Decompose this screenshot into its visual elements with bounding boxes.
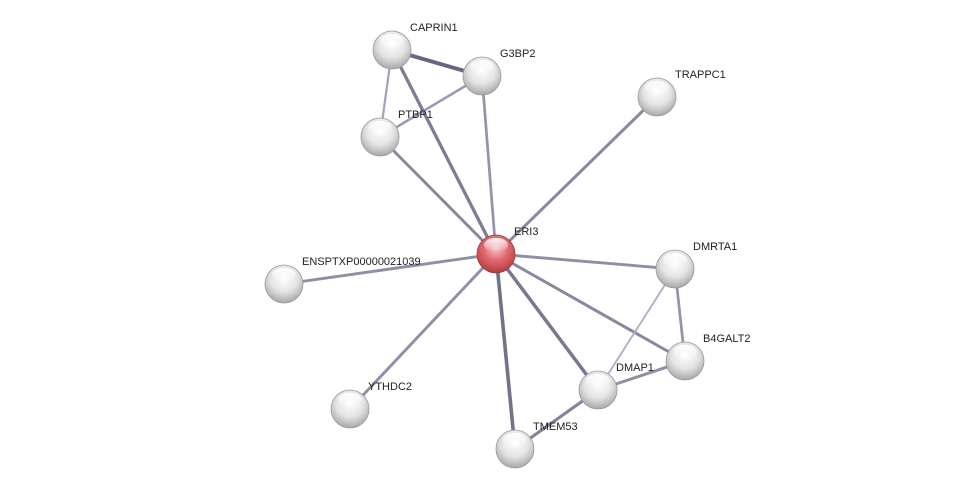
edge-eri3-b4galt2[interactable] <box>494 252 687 363</box>
edge-dmrta1-dmap1[interactable] <box>597 268 676 391</box>
node-label: B4GALT2 <box>703 333 751 345</box>
node-highlight <box>368 121 392 135</box>
node-label: TMEM53 <box>533 421 578 433</box>
node-b4galt2[interactable]: B4GALT2 <box>665 333 751 381</box>
node-label: YTHDC2 <box>368 381 412 393</box>
edge-ptbp1-g3bp2[interactable] <box>378 74 484 139</box>
edge-eri3-dmap1[interactable] <box>494 252 600 392</box>
node-trappc1[interactable]: TRAPPC1 <box>637 69 726 117</box>
edge-eri3-ptbp1[interactable] <box>378 135 498 256</box>
edge-eri3-tmem53[interactable] <box>494 252 517 451</box>
node-label: ERI3 <box>514 226 538 238</box>
node-highlight <box>380 34 404 48</box>
node-label: DMAP1 <box>616 362 654 374</box>
node-g3bp2[interactable]: G3BP2 <box>462 48 535 96</box>
node-ythdc2[interactable]: YTHDC2 <box>330 381 412 429</box>
node-label: PTBP1 <box>398 109 433 121</box>
node-eri3[interactable]: ERI3 <box>476 226 538 274</box>
node-dmap1[interactable]: DMAP1 <box>578 362 654 410</box>
node-tmem53[interactable]: TMEM53 <box>495 421 578 469</box>
edge-eri3-ensptxp00000021039[interactable] <box>282 252 498 286</box>
edge-eri3-trappc1[interactable] <box>494 95 659 256</box>
node-label: ENSPTXP00000021039 <box>302 256 421 268</box>
node-highlight <box>338 393 362 407</box>
node-label: TRAPPC1 <box>675 69 726 81</box>
node-ptbp1[interactable]: PTBP1 <box>360 109 433 157</box>
node-label: G3BP2 <box>500 48 535 60</box>
node-label: DMRTA1 <box>693 241 737 253</box>
node-label: CAPRIN1 <box>410 22 458 34</box>
edge-eri3-dmrta1[interactable] <box>494 252 677 271</box>
node-dmrta1[interactable]: DMRTA1 <box>655 241 737 289</box>
node-highlight <box>272 268 296 282</box>
node-highlight <box>586 374 610 388</box>
edge-eri3-g3bp2[interactable] <box>480 74 498 256</box>
node-highlight <box>673 345 697 359</box>
node-highlight <box>503 433 527 447</box>
edge-eri3-caprin1[interactable] <box>390 48 498 256</box>
node-highlight <box>484 238 508 252</box>
node-highlight <box>470 60 494 74</box>
node-ensptxp00000021039[interactable]: ENSPTXP00000021039 <box>264 256 421 304</box>
node-caprin1[interactable]: CAPRIN1 <box>372 22 458 70</box>
edge-eri3-ythdc2[interactable] <box>348 252 498 411</box>
node-highlight <box>663 253 687 267</box>
node-highlight <box>645 81 669 95</box>
